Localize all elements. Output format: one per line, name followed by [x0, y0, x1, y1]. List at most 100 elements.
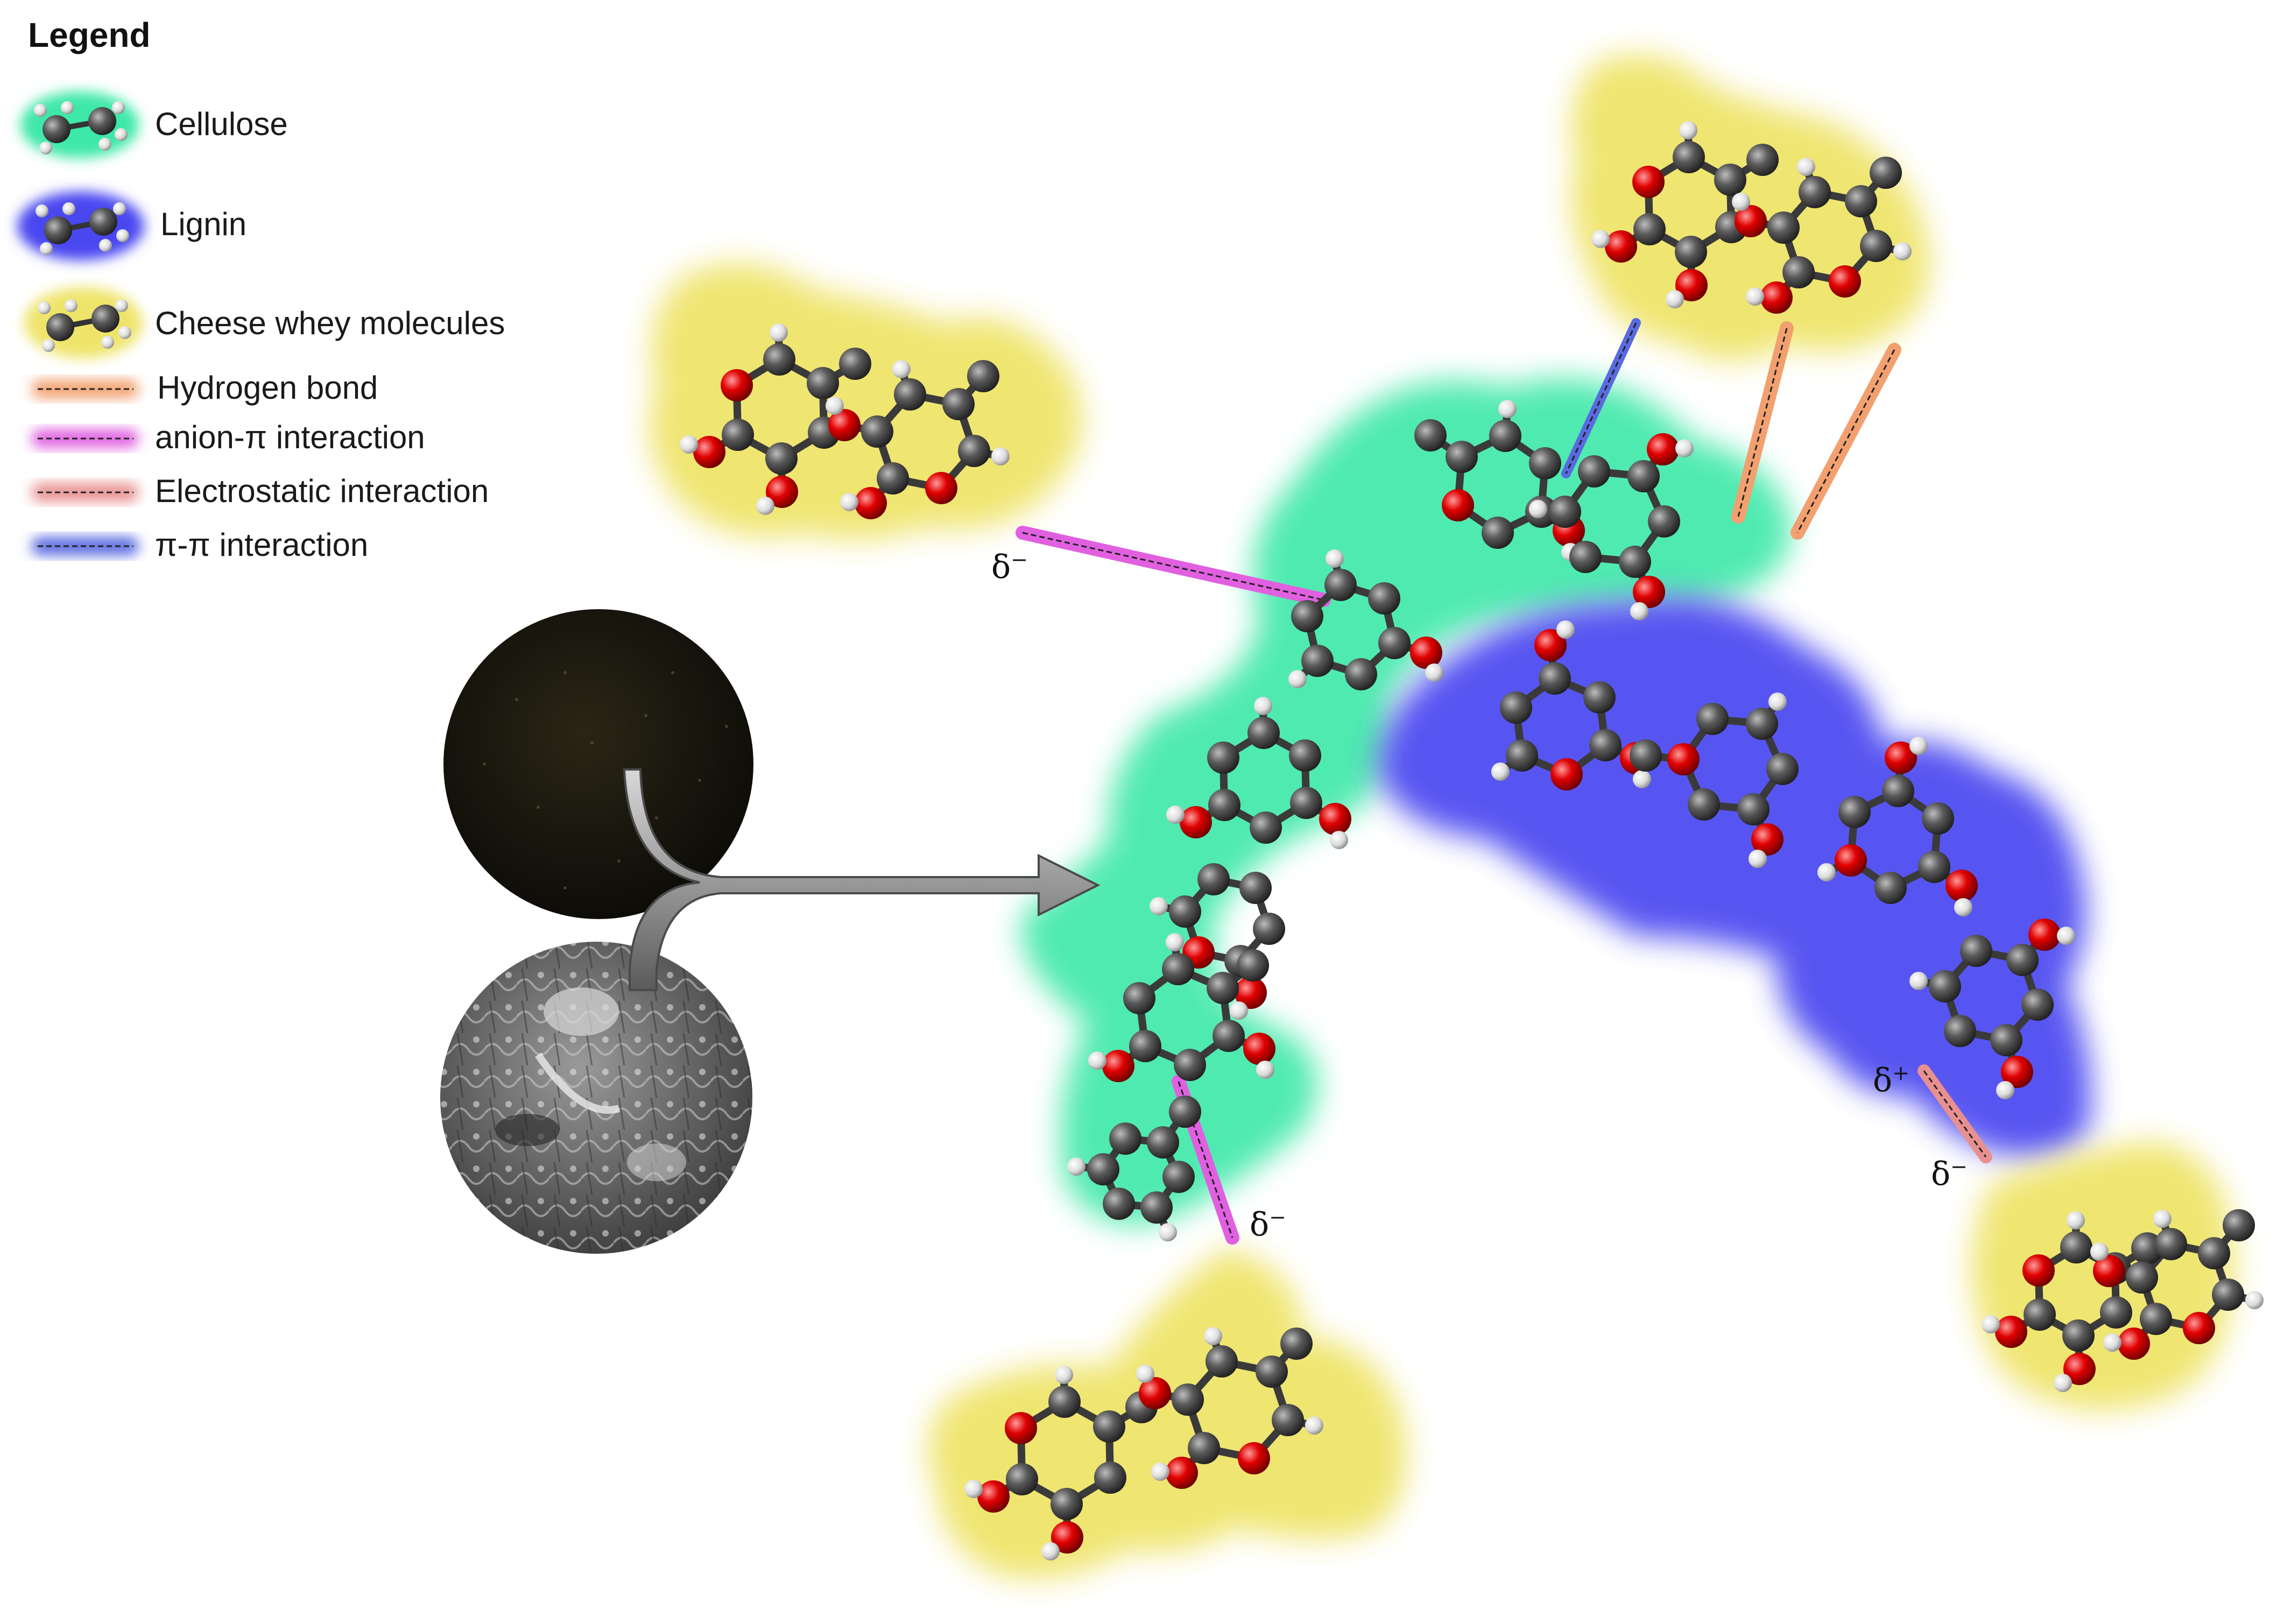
carbon-atom	[1619, 546, 1651, 578]
oxygen-atom	[1995, 1316, 2027, 1348]
carbon-atom	[765, 442, 798, 475]
carbon-atom	[942, 388, 975, 420]
hydrogen-atom	[1909, 737, 1928, 755]
hydrogen-atom	[1305, 1416, 1323, 1435]
legend-label-pipi: π-π interaction	[155, 527, 369, 563]
hydrogen-atom	[1204, 1327, 1222, 1345]
hydrogen-atom	[1982, 1315, 2000, 1333]
legend-label-anion: anion-π interaction	[155, 419, 425, 455]
oxygen-atom	[693, 436, 725, 468]
hydrogen-atom	[1556, 620, 1575, 639]
anion-pi-interaction-top	[1016, 526, 1331, 607]
carbon-atom	[1174, 1049, 1206, 1081]
hydrogen-atom	[1151, 1463, 1169, 1481]
carbon-atom	[1673, 141, 1705, 173]
hydrogen-atom	[1425, 663, 1443, 682]
carbon-atom	[1929, 970, 1961, 1002]
carbon-atom	[2155, 1228, 2187, 1260]
carbon-atom	[1253, 913, 1285, 945]
carbon-atom	[1197, 863, 1230, 895]
oxygen-atom	[1760, 281, 1793, 314]
carbon-atom	[1482, 517, 1514, 549]
carbon-atom	[1324, 569, 1357, 601]
carbon-atom	[1696, 703, 1729, 735]
legend-swatch-electro	[31, 483, 139, 502]
oxygen-atom	[1180, 806, 1212, 838]
carbon-atom	[894, 378, 926, 411]
oxygen-atom	[1835, 844, 1867, 877]
carbon-atom	[1944, 1015, 1976, 1047]
carbon-atom	[861, 415, 893, 448]
oxygen-atom	[977, 1480, 1010, 1513]
carbon-atom	[1290, 787, 1322, 819]
oxygen-atom	[1675, 269, 1708, 301]
whey-region-top-left	[649, 263, 1082, 540]
oxygen-atom	[1550, 758, 1583, 790]
oxygen-atom	[925, 472, 957, 504]
oxygen-atom	[1647, 433, 1679, 465]
carbon-atom	[1845, 185, 1877, 217]
carbon-atom	[807, 367, 839, 399]
black-powder-sample	[443, 609, 753, 919]
carbon-atom	[1990, 1024, 2022, 1056]
hydrogen-atom	[826, 397, 844, 415]
hydrogen-atom	[1288, 670, 1307, 688]
oxygen-atom	[1885, 742, 1917, 774]
hydrogen-atom	[770, 323, 788, 342]
region-glows	[649, 55, 2234, 1579]
carbon-atom	[1239, 872, 1272, 904]
carbon-atom	[1172, 1383, 1204, 1416]
hydrogen-atom	[1633, 770, 1651, 788]
process-arrow	[623, 768, 1101, 991]
carbon-atom	[2198, 1237, 2230, 1269]
oxygen-atom	[1102, 1050, 1134, 1082]
partial-charge-plus-lignin: δ+	[1873, 1061, 1909, 1099]
legend-swatch-whey	[24, 287, 143, 358]
carbon-atom	[2212, 1279, 2244, 1311]
carbon-atom	[1766, 753, 1799, 785]
oxygen-atom	[1051, 1521, 1083, 1554]
hydrogen-atom	[1256, 1061, 1274, 1079]
hydrogen-atom	[1797, 158, 1815, 176]
sem-micrograph-sample	[440, 942, 752, 1254]
carbon-atom	[1882, 775, 1914, 807]
hydrogen-atom	[1254, 697, 1272, 715]
carbon-atom	[1539, 662, 1571, 695]
carbon-atom	[1648, 505, 1680, 538]
hydrogen-atom	[1529, 500, 1547, 518]
legend-swatches	[17, 91, 144, 555]
carbon-atom	[763, 343, 795, 376]
legend-label-hbond: Hydrogen bond	[157, 370, 378, 406]
legend-swatch-pipi	[31, 537, 139, 555]
hydrogen-atom	[2067, 1211, 2085, 1230]
oxygen-atom	[1243, 1033, 1275, 1065]
carbon-atom	[1414, 419, 1447, 451]
carbon-atom	[1500, 691, 1532, 724]
hydrogen-bond-1	[1731, 321, 1794, 524]
carbon-atom	[2021, 988, 2054, 1021]
legend-swatch-lignin	[17, 192, 144, 260]
carbon-atom	[1746, 708, 1778, 740]
carbon-atom	[1918, 851, 1950, 883]
legend-label-whey: Cheese whey molecules	[155, 305, 505, 341]
carbon-atom	[877, 462, 909, 495]
oxygen-atom	[721, 369, 753, 401]
electrostatic-interaction	[1918, 1064, 1992, 1163]
molecule-atoms	[680, 121, 2264, 1561]
oxygen-atom	[1945, 870, 1978, 902]
carbon-atom	[2062, 1319, 2095, 1352]
hydrogen-atom	[2245, 1291, 2264, 1309]
carbon-atom	[1675, 236, 1707, 268]
carbon-atom	[1051, 1488, 1083, 1520]
whey-molecule-top-left-atoms	[680, 323, 1010, 519]
legend-label-lignin: Lignin	[160, 206, 247, 242]
oxygen-atom	[1632, 166, 1665, 198]
carbon-atom	[1162, 1161, 1195, 1193]
legend-swatch-cellulose	[20, 91, 139, 158]
oxygen-atom	[2001, 1056, 2033, 1088]
carbon-atom	[1746, 144, 1779, 176]
carbon-atom	[1960, 935, 1992, 967]
carbon-atom	[1589, 729, 1622, 761]
oxygen-atom	[1442, 489, 1474, 521]
